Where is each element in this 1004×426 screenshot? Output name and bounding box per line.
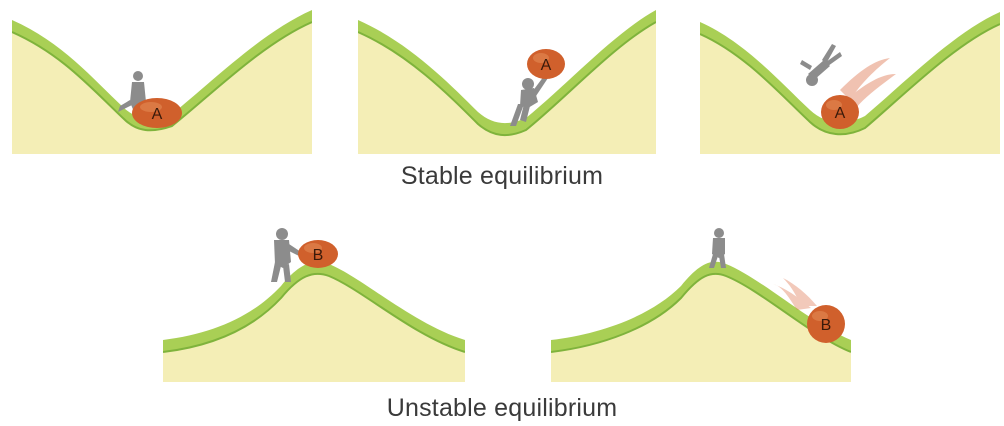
rock-b: B [807, 305, 845, 343]
rock-label: A [541, 57, 552, 74]
stable-equilibrium-caption: Stable equilibrium [400, 162, 604, 190]
unstable-panel-1: B [163, 222, 465, 382]
rock-a: A [821, 95, 859, 129]
rock-label: A [835, 105, 846, 122]
unstable-panel-2: B [551, 222, 851, 382]
rock-label: A [152, 106, 163, 123]
falling-person-figure [800, 44, 842, 86]
motion-blur [840, 58, 896, 108]
rock-a: A [132, 98, 182, 128]
person-figure [271, 228, 301, 282]
stable-panel-2: A [358, 8, 656, 154]
motion-blur [773, 278, 817, 310]
rock-label: B [313, 247, 324, 264]
person-figure [510, 76, 548, 126]
stable-panel-1: A [12, 8, 312, 154]
stable-panel-3: A [700, 8, 1000, 154]
rock-b: B [298, 240, 338, 268]
rock-a: A [527, 49, 565, 79]
unstable-equilibrium-caption: Unstable equilibrium [386, 394, 618, 422]
person-figure [709, 228, 726, 268]
rock-label: B [821, 317, 832, 334]
